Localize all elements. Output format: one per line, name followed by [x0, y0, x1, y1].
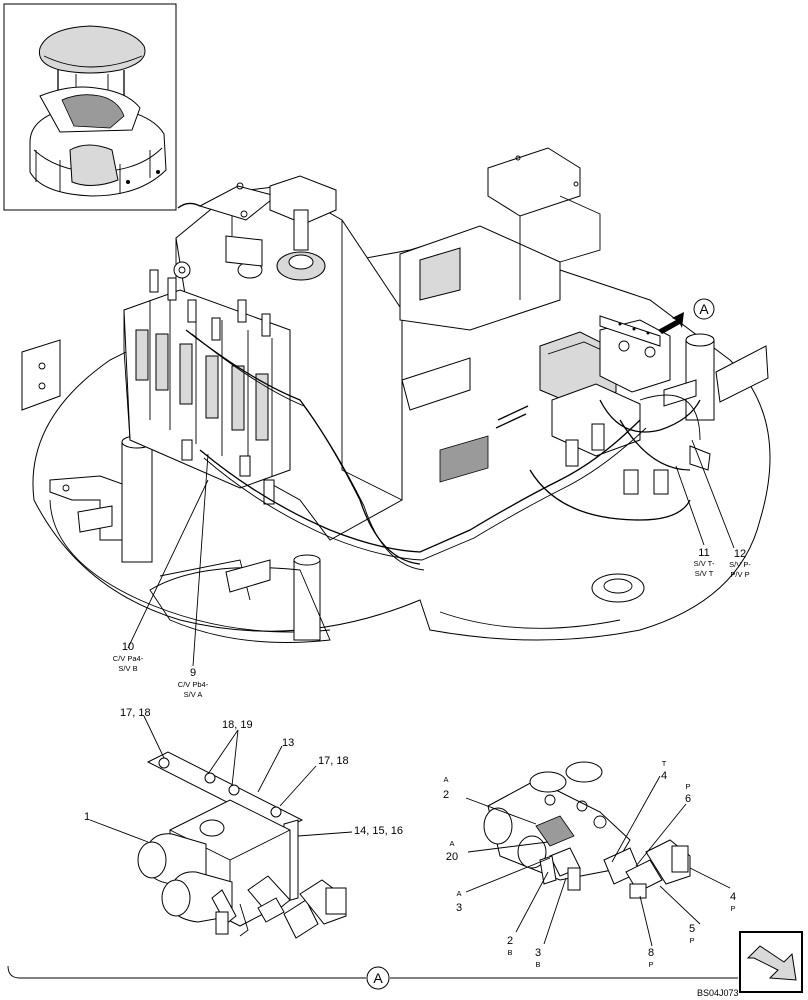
svg-text:2: 2 [443, 789, 449, 801]
view-marker-a-bottom [366, 966, 390, 990]
callout-2-b: 2 B [507, 935, 513, 957]
svg-text:5: 5 [689, 923, 695, 935]
svg-text:P/V P: P/V P [730, 570, 749, 579]
svg-text:A: A [456, 889, 461, 898]
svg-text:12: 12 [734, 548, 746, 560]
svg-text:10: 10 [122, 641, 134, 653]
svg-text:6: 6 [685, 793, 691, 805]
svg-text:B: B [535, 960, 540, 969]
svg-text:A: A [443, 775, 448, 784]
valve-port-detail-right [465, 761, 731, 947]
svg-text:4: 4 [730, 891, 736, 903]
view-marker-a-bottom-label: A [373, 970, 383, 986]
drawing-id: BS04J073 [697, 988, 739, 998]
callout-9: 9 C/V Pb4- S/V A [178, 667, 209, 699]
callout-11: 11 S/V T- S/V T [694, 547, 715, 578]
svg-text:B: B [507, 948, 512, 957]
svg-text:9: 9 [190, 667, 196, 679]
svg-text:A: A [449, 839, 454, 848]
view-marker-a-top: A [699, 301, 709, 317]
svg-text:11: 11 [698, 547, 709, 559]
callout-5-p: 5 P [689, 923, 695, 945]
machine-overview-inset [3, 3, 177, 211]
svg-text:2: 2 [507, 935, 513, 947]
solenoid-valve-assembly [539, 315, 711, 495]
svg-text:P: P [689, 936, 694, 945]
svg-text:S/V T: S/V T [695, 569, 714, 578]
svg-text:C/V Pb4-: C/V Pb4- [178, 680, 209, 689]
callout-18-19: 18, 19 [222, 719, 253, 731]
callout-17-18-left: 17, 18 [120, 707, 151, 719]
callout-2-a: A 2 [443, 775, 449, 801]
control-valve-bank [123, 261, 291, 505]
svg-text:20: 20 [446, 851, 458, 863]
callout-1: 1 [84, 811, 90, 823]
svg-text:3: 3 [456, 902, 462, 914]
valve-assembly-detail-left [89, 715, 353, 939]
callout-3-b: 3 B [535, 947, 541, 969]
callout-20-a: A 20 [446, 839, 458, 863]
svg-text:C/V Pa4-: C/V Pa4- [113, 654, 144, 663]
callout-13: 13 [282, 737, 294, 749]
callout-8-p: 8 P [648, 947, 654, 969]
svg-text:S/V B: S/V B [118, 664, 137, 673]
next-page-arrow-icon[interactable] [739, 931, 803, 993]
callout-12: 12 S/V P- P/V P [729, 548, 751, 579]
svg-text:4: 4 [661, 770, 667, 782]
svg-text:S/V P-: S/V P- [729, 560, 751, 569]
svg-text:T: T [662, 759, 667, 768]
svg-text:S/V T-: S/V T- [694, 559, 715, 568]
callout-4-p: 4 P [730, 891, 736, 913]
svg-text:3: 3 [535, 947, 541, 959]
svg-text:8: 8 [648, 947, 654, 959]
svg-text:P: P [685, 782, 690, 791]
callout-3-a: A 3 [456, 889, 462, 914]
callout-10: 10 C/V Pa4- S/V B [113, 641, 144, 673]
svg-text:P: P [648, 960, 653, 969]
detail-view-bracket [7, 965, 366, 979]
svg-text:S/V A: S/V A [184, 690, 203, 699]
callout-14-15-16: 14, 15, 16 [354, 825, 403, 837]
callout-4-t: T 4 [661, 759, 667, 782]
callout-17-18-right: 17, 18 [318, 755, 349, 767]
main-frame-drawing: A [21, 147, 771, 667]
svg-text:P: P [730, 904, 735, 913]
callout-6-p: P 6 [685, 782, 691, 805]
